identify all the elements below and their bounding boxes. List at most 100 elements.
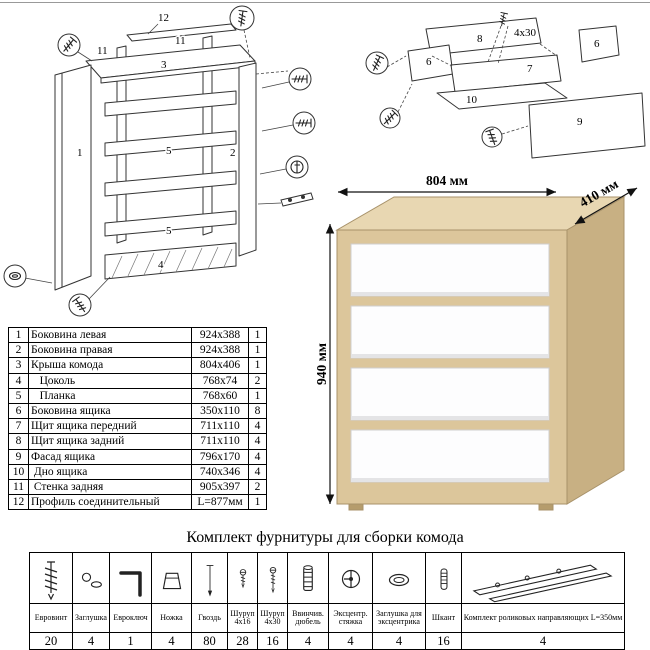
hardware-icons-row xyxy=(29,552,625,604)
part-name: Дно ящика xyxy=(28,463,192,480)
hardware-label: Комплект роликовых направляющих L=350мм xyxy=(461,603,625,633)
part-2-right-side-shape xyxy=(238,62,257,257)
part-number: 6 xyxy=(8,402,29,420)
hardware-label: Шкант xyxy=(425,603,462,633)
dimension-lines xyxy=(325,187,638,504)
part-name: Боковина ящика xyxy=(28,402,192,420)
plug-cap-icon xyxy=(81,572,102,588)
part-label-6: 6 xyxy=(426,56,432,68)
hardware-label: Эксцентр. стяжка xyxy=(328,603,373,633)
part-size: 711x110 xyxy=(191,433,249,450)
part-qty: 4 xyxy=(248,448,267,465)
confirmat-screw-icon xyxy=(44,561,58,601)
part-9-facade-shape xyxy=(528,92,646,159)
part-number: 9 xyxy=(8,448,29,465)
rail-shape xyxy=(104,210,237,237)
drawer-front xyxy=(350,429,550,483)
part-size: 924x388 xyxy=(191,342,249,359)
part-name: Боковина левая xyxy=(28,326,192,344)
part-number: 5 xyxy=(8,387,29,404)
part-label-10: 10 xyxy=(466,94,478,106)
part-label-7: 7 xyxy=(527,63,533,75)
hardware-qty: 4 xyxy=(461,632,625,650)
part-size: 350x110 xyxy=(191,402,249,420)
part-number: 7 xyxy=(8,418,29,435)
part-size: 768x60 xyxy=(191,387,249,404)
dresser-render: 804 мм 940 мм 410 мм xyxy=(315,173,638,511)
drawer-parts xyxy=(407,17,646,159)
bracket-hole xyxy=(301,195,305,199)
part-qty: 1 xyxy=(248,494,267,511)
part-size: 796x170 xyxy=(191,448,249,465)
part-label-2: 2 xyxy=(230,147,236,159)
part-label-9: 9 xyxy=(577,116,583,128)
part-size: 711x110 xyxy=(191,418,249,435)
hardware-qty: 4 xyxy=(287,632,329,650)
drawer-front xyxy=(350,305,550,359)
part-name: Цоколь xyxy=(28,372,192,389)
screw-size-label: 4x30 xyxy=(514,27,537,39)
part-qty: 1 xyxy=(248,326,267,344)
hardware-labels-row: Евровинт Заглушка Евроключ Ножка Гвоздь … xyxy=(29,603,625,633)
hardware-icon-cell xyxy=(191,552,228,604)
furniture-foot-icon xyxy=(162,572,181,590)
hardware-icon-cell xyxy=(461,552,625,604)
hardware-icon-cell xyxy=(372,552,426,604)
part-number: 4 xyxy=(8,372,29,389)
leader-lines xyxy=(24,23,294,300)
hardware-label: Заглушка xyxy=(72,603,110,633)
hardware-qty: 20 xyxy=(29,632,73,650)
bracket-icon xyxy=(280,192,314,207)
part-name: Планка xyxy=(28,387,192,404)
part-size: 905x397 xyxy=(191,478,249,496)
callout-circle xyxy=(3,264,27,288)
part-12-profile-shape xyxy=(126,23,237,42)
frame-parts xyxy=(54,23,257,291)
threaded-dowel-icon xyxy=(303,565,313,592)
hardware-label: Евровинт xyxy=(29,603,73,633)
hardware-qty: 28 xyxy=(227,632,258,650)
hardware-label: Евроключ xyxy=(109,603,152,633)
hardware-callouts xyxy=(3,5,316,317)
hardware-label: Шуруп 4x16 xyxy=(227,603,258,633)
leader-lines xyxy=(386,25,558,135)
part-name: Профиль соединительный xyxy=(28,494,192,511)
part-number: 3 xyxy=(8,357,29,374)
part-10-bottom-shape xyxy=(436,82,568,110)
part-name: Щит ящика передний xyxy=(28,418,192,435)
part-size: 740x346 xyxy=(191,463,249,480)
drawer-exploded-diagram: 8 4x30 6 6 7 10 9 xyxy=(365,12,646,159)
part-name: Щит ящика задний xyxy=(28,433,192,450)
bracket-hole xyxy=(288,198,292,202)
hardware-icon-cell xyxy=(328,552,373,604)
hardware-icon-cell xyxy=(109,552,152,604)
part-label-11: 11 xyxy=(175,35,186,47)
hardware-qty: 1 xyxy=(109,632,152,650)
hardware-qty: 80 xyxy=(191,632,228,650)
cam-cap-icon xyxy=(388,573,410,587)
part-label-8: 8 xyxy=(477,33,483,45)
hardware-qty: 4 xyxy=(328,632,373,650)
dresser-leg xyxy=(538,503,554,511)
rail-shape xyxy=(104,130,237,157)
hardware-icon-cell xyxy=(425,552,462,604)
part-label-5: 5 xyxy=(166,225,172,237)
dresser-right-face xyxy=(566,196,625,505)
part-label-3: 3 xyxy=(161,59,167,71)
hardware-callouts xyxy=(365,12,509,148)
width-dimension-label: 804 мм xyxy=(426,173,468,188)
drawer-front xyxy=(350,243,550,297)
part-number: 8 xyxy=(8,433,29,450)
depth-dimension-arrow xyxy=(574,187,638,225)
part-1-left-side-shape xyxy=(54,64,92,291)
part-label-1: 1 xyxy=(77,147,83,159)
